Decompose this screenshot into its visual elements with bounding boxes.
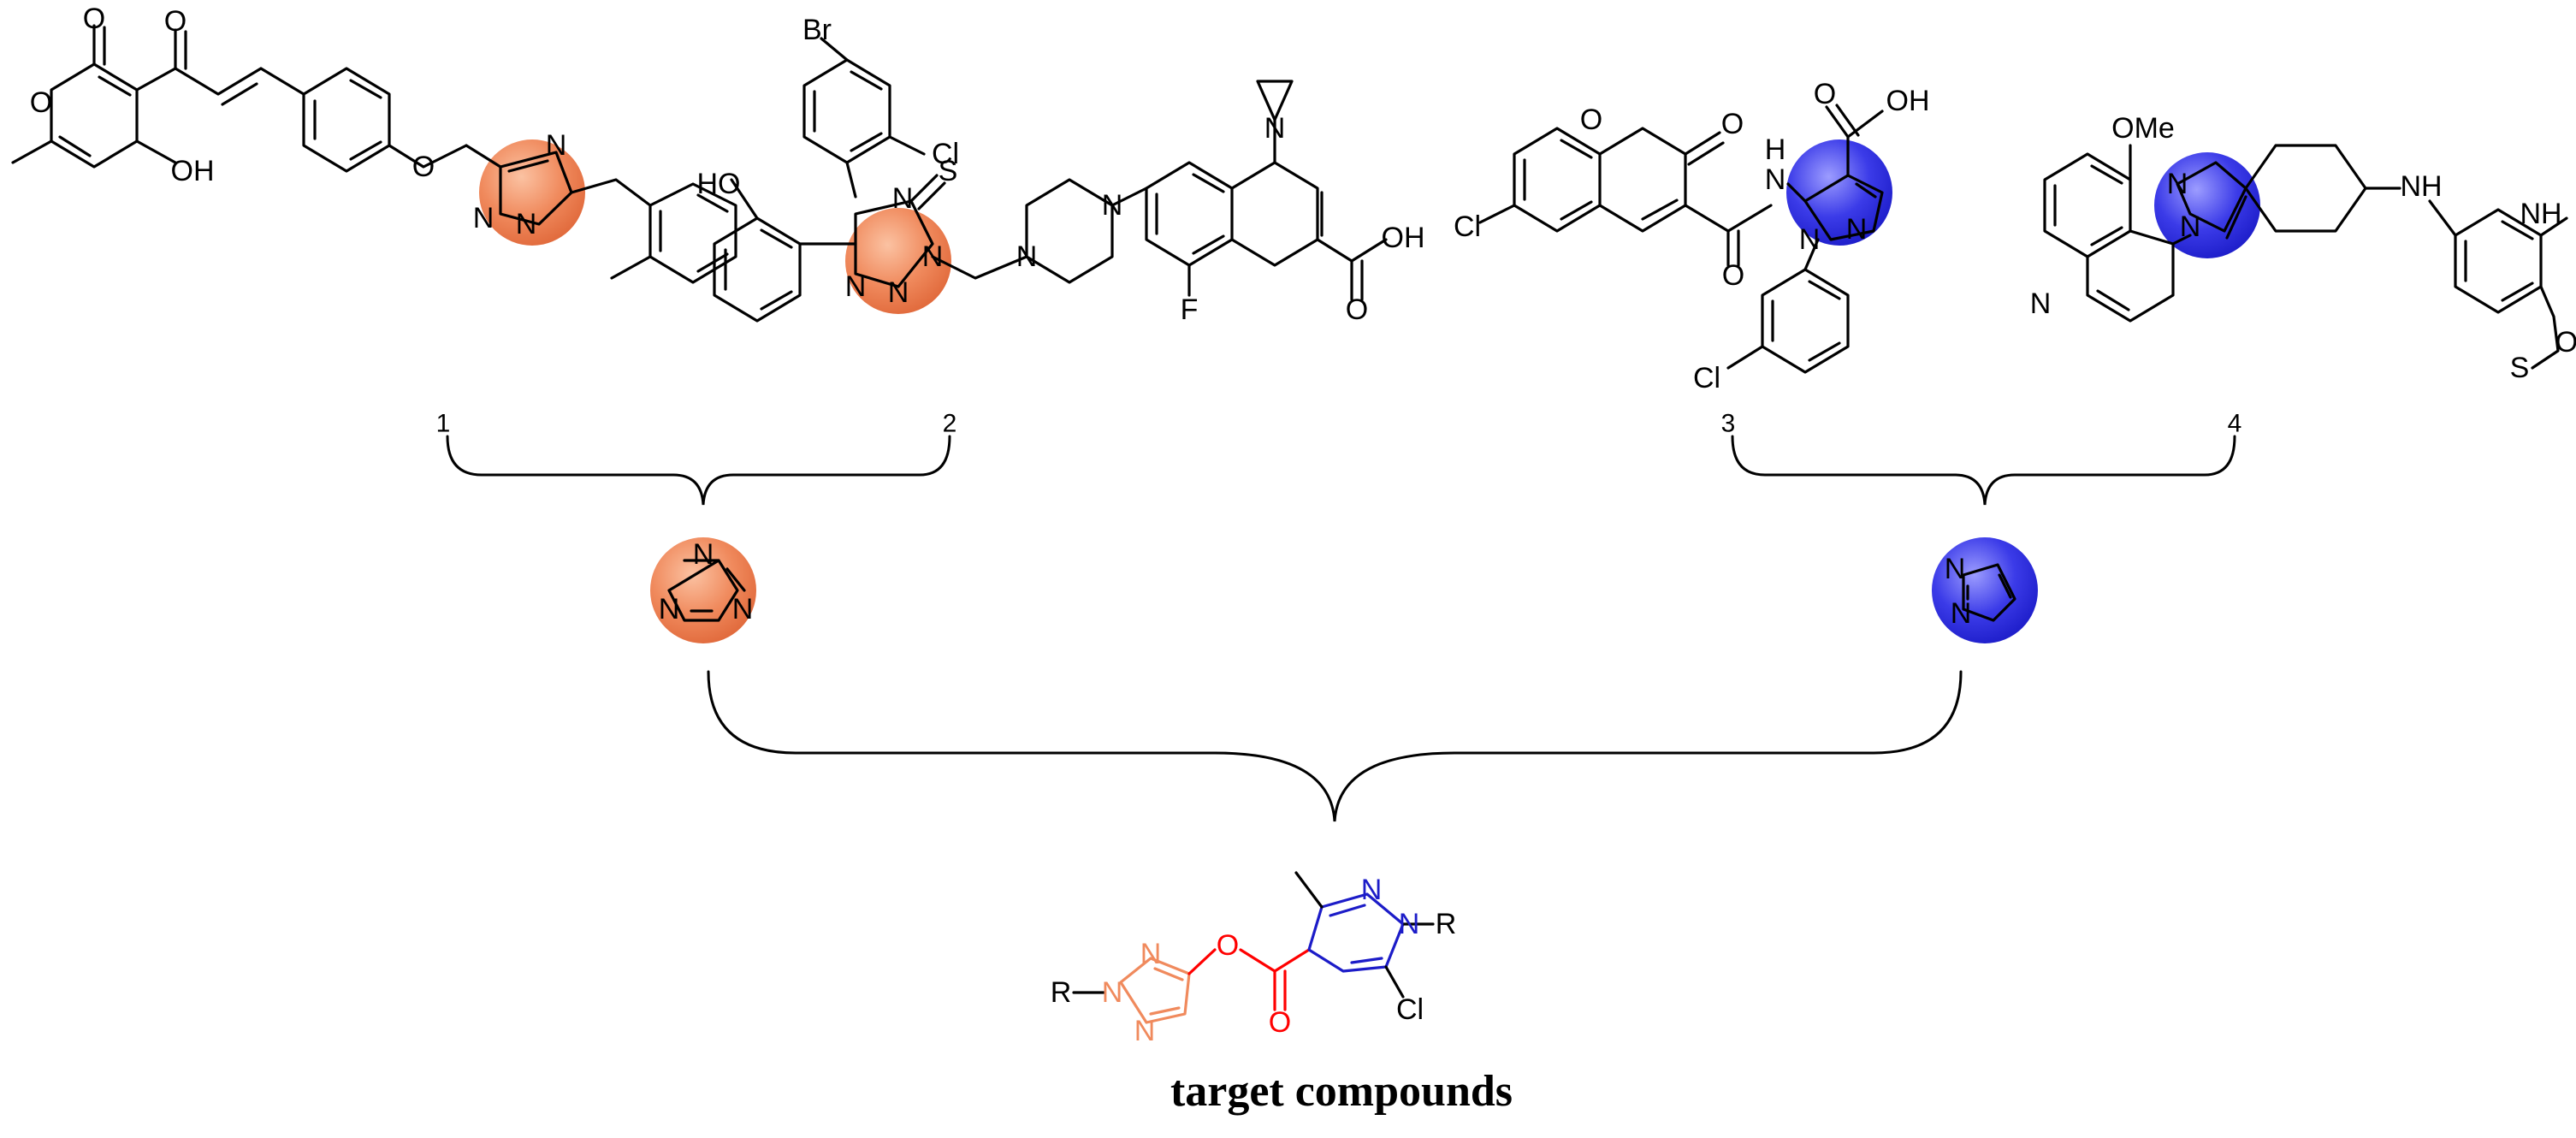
- brace-left: [446, 435, 951, 506]
- atom-Br: Br: [802, 14, 832, 46]
- atom-Cl: Cl: [1693, 362, 1720, 394]
- atom-O: O: [1580, 104, 1602, 136]
- compound-2-structure: [713, 37, 1388, 323]
- compound-label-3: 3: [1721, 410, 1736, 438]
- atom-N: N: [1799, 223, 1821, 256]
- atom-N: N: [922, 240, 944, 273]
- compound-label-1: 1: [436, 410, 451, 438]
- triazole-highlight-circle: [650, 537, 756, 643]
- atom-N: N: [845, 270, 867, 303]
- atom-OH: OH: [1886, 85, 1930, 117]
- atom-O: O: [30, 86, 52, 119]
- atom-N: N: [1102, 976, 1123, 1009]
- atom-N: N: [1264, 112, 1286, 145]
- atom-N: N: [1134, 1015, 1156, 1047]
- atom-N: N: [1140, 938, 1162, 970]
- atom-O: O: [1346, 293, 1368, 326]
- atom-NH: NH: [2400, 170, 2442, 203]
- atom-R: R: [1436, 908, 1457, 940]
- atom-Cl: Cl: [1454, 210, 1481, 243]
- compound-3-structure: [1478, 104, 1892, 374]
- brace-bottom: [707, 670, 1963, 822]
- atom-N: N: [2030, 287, 2052, 320]
- atom-HO: HO: [697, 168, 741, 200]
- atom-OMe: OMe: [2111, 112, 2175, 145]
- atom-N: N: [693, 538, 714, 571]
- atom-OH: OH: [1382, 222, 1425, 254]
- atom-F: F: [1181, 293, 1199, 326]
- atom-NH: NH: [2520, 198, 2561, 230]
- atom-O: O: [1722, 259, 1744, 292]
- atom-N: N: [2167, 168, 2188, 200]
- atom-S: S: [939, 155, 958, 187]
- atom-H: H: [1765, 133, 1786, 166]
- compound-1-structure: [11, 24, 737, 284]
- atom-Cl: Cl: [1396, 993, 1424, 1026]
- pyrazole-highlight-circle: [1932, 537, 2038, 643]
- compound-label-4: 4: [2228, 410, 2242, 438]
- atom-N: N: [546, 129, 567, 162]
- atom-N: N: [1945, 553, 1966, 585]
- atom-O: O: [1217, 929, 1239, 962]
- atom-N: N: [1361, 874, 1383, 906]
- atom-R: R: [1051, 976, 1072, 1009]
- atom-O: O: [2555, 326, 2576, 359]
- caption-target-compounds: target compounds: [1170, 1067, 1513, 1116]
- atom-N: N: [1399, 908, 1420, 940]
- triazole-highlight-circle: [845, 208, 951, 314]
- atom-N: N: [1951, 597, 1972, 630]
- atom-N: N: [659, 593, 680, 625]
- atom-O: O: [412, 151, 435, 183]
- atom-O: O: [83, 3, 105, 35]
- atom-O: O: [164, 5, 187, 38]
- atom-Cl: Cl: [932, 138, 959, 170]
- atom-O: O: [1721, 108, 1744, 140]
- pyrazole-fragment: [1932, 537, 2038, 643]
- atom-N: N: [473, 202, 494, 234]
- atom-N: N: [892, 182, 914, 215]
- target-compound-structure: [1072, 871, 1435, 1024]
- atom-N: N: [1102, 189, 1123, 222]
- atom-N: N: [1016, 240, 1038, 273]
- atom-OH: OH: [171, 155, 215, 187]
- pyrazole-highlight-circle: [1786, 139, 1892, 246]
- compound-label-2: 2: [943, 410, 957, 438]
- atom-N: N: [1765, 163, 1786, 196]
- compound-4-structure: [2043, 144, 2568, 370]
- brace-right: [1731, 435, 2236, 506]
- atom-N: N: [2180, 210, 2201, 243]
- triazole-fragment: [650, 537, 756, 643]
- atom-N: N: [888, 276, 909, 309]
- atom-O: O: [1814, 78, 1836, 110]
- atom-S: S: [2510, 352, 2530, 384]
- atom-N: N: [516, 208, 537, 240]
- atom-N: N: [1846, 213, 1868, 246]
- atom-N: N: [732, 593, 754, 625]
- atom-O: O: [1269, 1006, 1291, 1039]
